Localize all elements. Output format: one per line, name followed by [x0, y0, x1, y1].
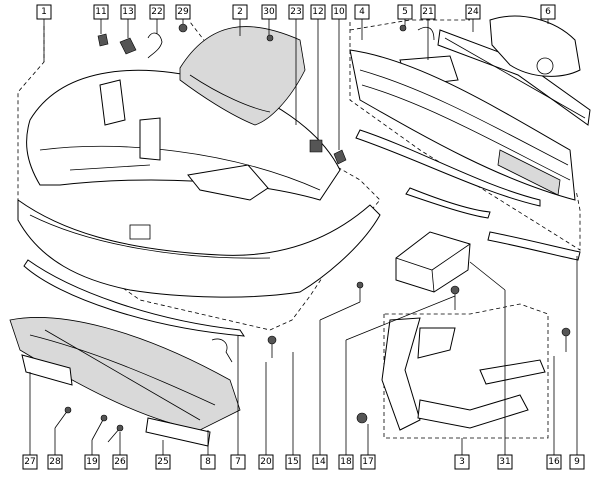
callout-9: 9 [569, 454, 585, 470]
callout-10: 10 [331, 4, 347, 20]
callout-20: 20 [258, 454, 274, 470]
callout-6: 6 [540, 4, 556, 20]
callout-12-text: 12 [312, 7, 323, 17]
callout-31-text: 31 [499, 457, 510, 467]
callout-27-text: 27 [24, 457, 35, 467]
callout-4: 4 [354, 4, 370, 20]
grille-trim [489, 15, 581, 77]
callout-13: 13 [120, 4, 136, 20]
callout-19-text: 19 [86, 457, 98, 467]
callout-28-text: 28 [49, 457, 61, 467]
callout-18: 18 [338, 454, 354, 470]
callout-26-text: 26 [114, 457, 126, 467]
callout-28: 28 [47, 454, 63, 470]
assembly-outlines [17, 19, 581, 439]
callout-12: 12 [310, 4, 326, 20]
callout-18-text: 18 [340, 457, 352, 467]
callout-21-text: 21 [422, 7, 433, 17]
callout-26: 26 [112, 454, 128, 470]
callout-3: 3 [454, 454, 470, 470]
callout-21: 21 [420, 4, 436, 20]
callout-17: 17 [360, 454, 376, 470]
chrome-strip-upper [355, 129, 541, 207]
callout-9-text: 9 [574, 457, 580, 467]
side-bracket [187, 164, 269, 201]
callout-25: 25 [155, 454, 171, 470]
parts [9, 15, 591, 447]
callout-23: 23 [288, 4, 304, 20]
callout-labels: 1 11 13 22 29 2 30 23 12 10 4 5 21 24 6 … [22, 4, 585, 470]
callout-2-text: 2 [237, 7, 243, 17]
upper-cover [179, 26, 306, 126]
callout-5: 5 [397, 4, 413, 20]
callout-7: 7 [230, 454, 246, 470]
callout-14: 14 [312, 454, 328, 470]
callout-4-text: 4 [359, 7, 365, 17]
callout-10-text: 10 [333, 7, 345, 17]
callout-8: 8 [200, 454, 216, 470]
callout-1-text: 1 [41, 7, 47, 17]
side-bracket-mid [417, 327, 456, 359]
callout-11: 11 [93, 4, 109, 20]
callout-11-text: 11 [95, 7, 106, 17]
callout-8-text: 8 [205, 457, 211, 467]
callout-3-text: 3 [459, 457, 465, 467]
callout-5-text: 5 [402, 7, 408, 17]
side-bracket-lower [417, 394, 529, 429]
callout-23-text: 23 [290, 7, 301, 17]
callout-19: 19 [84, 454, 100, 470]
bumper-lower-body [17, 199, 381, 298]
callout-1: 1 [36, 4, 52, 20]
callout-15: 15 [285, 454, 301, 470]
chrome-strip-9 [487, 231, 581, 261]
callout-13-text: 13 [122, 7, 133, 17]
callout-20-text: 20 [260, 457, 272, 467]
callout-2: 2 [232, 4, 248, 20]
callout-22: 22 [149, 4, 165, 20]
chrome-strip-lower [405, 187, 491, 219]
side-bracket-right [479, 359, 546, 385]
callout-16-text: 16 [548, 457, 560, 467]
callout-25-text: 25 [157, 457, 168, 467]
callout-24-text: 24 [467, 7, 479, 17]
clip-box [395, 231, 471, 293]
callout-14-text: 14 [314, 457, 326, 467]
callout-29-text: 29 [177, 7, 189, 17]
lower-grille-left [21, 354, 73, 386]
callout-31: 31 [497, 454, 513, 470]
callout-22-text: 22 [151, 7, 162, 17]
callout-30: 30 [261, 4, 277, 20]
callout-30-text: 30 [263, 7, 275, 17]
callout-7-text: 7 [235, 457, 241, 467]
lower-lip-strip [23, 259, 245, 337]
callout-27: 27 [22, 454, 38, 470]
leader-lines [29, 19, 578, 455]
callout-15-text: 15 [287, 457, 298, 467]
callout-24: 24 [465, 4, 481, 20]
callout-6-text: 6 [545, 7, 551, 17]
callout-17-text: 17 [362, 457, 373, 467]
side-bracket-left [381, 317, 421, 431]
callout-16: 16 [546, 454, 562, 470]
callout-29: 29 [175, 4, 191, 20]
